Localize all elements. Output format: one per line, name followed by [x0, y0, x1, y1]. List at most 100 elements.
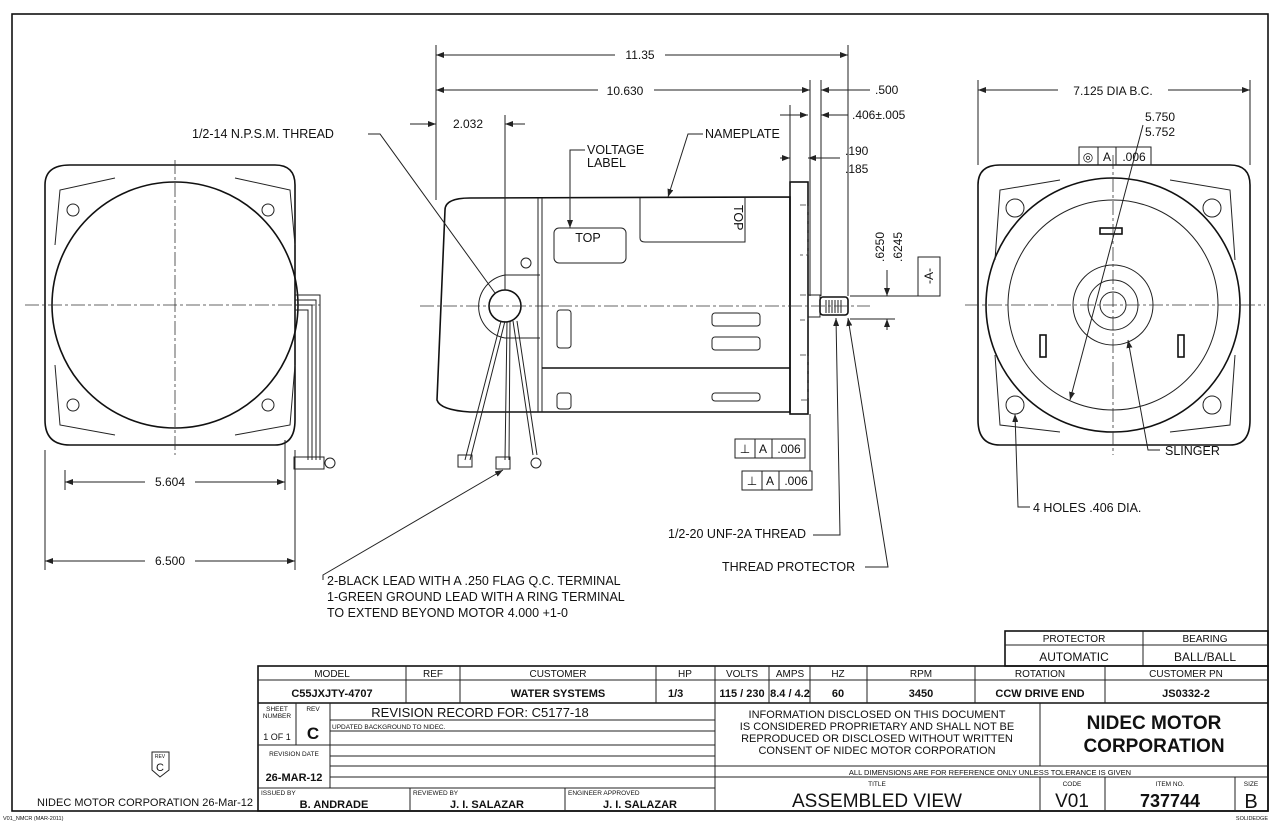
callout-unf-thread: 1/2-20 UNF-2A THREAD: [668, 527, 806, 541]
bearing-h-text: BEARING: [1182, 634, 1227, 645]
dim-pilot-dia-max: 5.750: [1145, 110, 1175, 124]
hz-value: 60: [832, 688, 844, 700]
dim-flange-max: .190: [845, 144, 869, 158]
ref-h-text: REF: [423, 669, 443, 680]
top-label: TOP: [575, 231, 600, 245]
title-h-text: TITLE: [868, 781, 886, 788]
callout-slinger: SLINGER: [1165, 444, 1220, 458]
end-view-shaft: 7.125 DIA B.C. 5.750 5.752 ◎ A .006 SLIN…: [965, 80, 1265, 515]
bearing-value: BALL/BALL: [1174, 650, 1236, 664]
rev-stamp: [151, 751, 170, 778]
item-h-text: ITEM NO.: [1156, 781, 1185, 788]
rpm-h-text: RPM: [910, 669, 932, 680]
sheet-h2-text: NUMBER: [263, 713, 291, 720]
symbol-text: ⊥: [747, 474, 757, 488]
customer-h-text: CUSTOMER: [529, 669, 586, 680]
dim-overall-length: 11.35: [625, 48, 654, 62]
callout-voltage-label: VOLTAGE: [587, 143, 644, 157]
revision-date-h-text: REVISION DATE: [269, 751, 319, 758]
rotation-h-text: ROTATION: [1015, 669, 1065, 680]
dim-shaft-dia-max: .6250: [873, 232, 887, 262]
info-4-text: CONSENT OF NIDEC MOTOR CORPORATION: [758, 745, 995, 757]
revision-record: REVISION RECORD FOR: C5177-18: [371, 705, 588, 720]
tol-text: .006: [1122, 150, 1146, 164]
callout-npsm-thread: 1/2-14 N.P.S.M. THREAD: [192, 127, 334, 141]
nameplate-top-label: TOP: [731, 205, 745, 230]
dim-pilot: .406±.005: [852, 108, 906, 122]
hz-h-text: HZ: [831, 669, 844, 680]
model-value: C55JXJTY-4707: [291, 688, 372, 700]
size-h-text: SIZE: [1244, 781, 1259, 788]
company-2-text: CORPORATION: [1083, 736, 1224, 757]
dim-shaft-ext: .500: [875, 83, 899, 97]
dim-width-inner: 5.604: [155, 475, 185, 489]
volts-h-text: VOLTS: [726, 669, 758, 680]
issued-by-h-text: ISSUED BY: [261, 790, 296, 797]
rpm-value: 3450: [909, 688, 933, 700]
voltage-label-2-text: LABEL: [587, 156, 626, 170]
hp-value: 1/3: [668, 688, 683, 700]
revision-note: UPDATED BACKGROUND TO NIDEC.: [332, 724, 446, 731]
amps-h-text: AMPS: [776, 669, 805, 680]
gdt-frame: ◎ A .006: [1078, 146, 1152, 166]
reviewed-by: J. I. SALAZAR: [450, 799, 524, 811]
callout-holes: 4 HOLES .406 DIA.: [1033, 501, 1141, 515]
sheet-h1-text: SHEET: [266, 706, 288, 713]
protector-h-text: PROTECTOR: [1043, 634, 1106, 645]
tol-text: .006: [777, 442, 801, 456]
drawing-title: ASSEMBLED VIEW: [792, 791, 962, 812]
end-view-lead: 5.604 6.500: [25, 160, 336, 570]
amps-value: 8.4 / 4.2: [770, 688, 810, 700]
title-block: PROTECTOR AUTOMATIC BEARING BALL/BALL MO…: [257, 630, 1269, 813]
dim-shaft-dia-min: .6245: [891, 232, 905, 262]
engineer-approved: J. I. SALAZAR: [603, 799, 677, 811]
leads-2-text: 1-GREEN GROUND LEAD WITH A RING TERMINAL: [327, 590, 625, 604]
datum-a: -A-: [922, 268, 936, 284]
hp-h-text: HP: [678, 669, 692, 680]
rev-stamp-h-text: REV: [155, 754, 166, 760]
engineer-h-text: ENGINEER APPROVED: [568, 790, 640, 797]
dim-bolt-circle: 7.125 DIA B.C.: [1073, 84, 1152, 98]
size-value: B: [1244, 791, 1257, 813]
dim-width-outer: 6.500: [155, 554, 185, 568]
dim-flange-min: .185: [845, 162, 869, 176]
proprietary-notice: INFORMATION DISCLOSED ON THIS DOCUMENT: [749, 709, 1006, 721]
code-h-text: CODE: [1063, 781, 1082, 788]
gdt-frame: ⊥ A .006: [734, 438, 806, 459]
symbol-text: ⊥: [740, 442, 750, 456]
item-number: 737744: [1140, 791, 1200, 811]
customer-pn-h-text: CUSTOMER PN: [1149, 669, 1223, 680]
customer-pn-value: JS0332-2: [1162, 688, 1210, 700]
leads-3-text: TO EXTEND BEYOND MOTOR 4.000 +1-0: [327, 606, 568, 620]
datum-text: A: [759, 442, 767, 456]
callout-leads: 2-BLACK LEAD WITH A .250 FLAG Q.C. TERMI…: [327, 574, 621, 588]
volts-value: 115 / 230: [719, 688, 764, 700]
dim-pilot-dia-min: 5.752: [1145, 125, 1175, 139]
datum-text: A: [1103, 150, 1111, 164]
issued-by: B. ANDRADE: [300, 799, 369, 811]
callout-thread-protector: THREAD PROTECTOR: [722, 560, 855, 574]
form-id: V01_NMCR (MAR-2011): [3, 816, 64, 822]
rotation-value: CCW DRIVE END: [995, 688, 1084, 700]
reviewed-by-h-text: REVIEWED BY: [413, 790, 459, 797]
info-2-text: IS CONSIDERED PROPRIETARY AND SHALL NOT …: [740, 721, 1014, 733]
rev-value: C: [307, 724, 319, 743]
tol-text: .006: [784, 474, 808, 488]
rev-stamp-text: C: [156, 762, 164, 774]
dimensions-note: ALL DIMENSIONS ARE FOR REFERENCE ONLY UN…: [849, 768, 1131, 777]
dim-lead-offset: 2.032: [453, 117, 483, 131]
dim-body-length: 10.630: [607, 84, 644, 98]
revision-date: 26-MAR-12: [266, 772, 323, 784]
gdt-frame: ⊥ A .006: [741, 470, 813, 491]
side-view: TOP TOP 11.35 10.630 .500: [192, 45, 941, 620]
symbol-text: ◎: [1083, 150, 1093, 164]
sheet-number: 1 OF 1: [263, 732, 291, 742]
info-3-text: REPRODUCED OR DISCLOSED WITHOUT WRITTEN: [741, 733, 1013, 745]
protector-value: AUTOMATIC: [1039, 650, 1109, 664]
cad-label: SOLIDEDGE: [1236, 816, 1268, 822]
code-value: V01: [1055, 791, 1089, 812]
footer-company-date: NIDEC MOTOR CORPORATION 26-Mar-12: [37, 797, 253, 809]
datum-a-box: [917, 256, 941, 297]
model-h-text: MODEL: [314, 669, 350, 680]
